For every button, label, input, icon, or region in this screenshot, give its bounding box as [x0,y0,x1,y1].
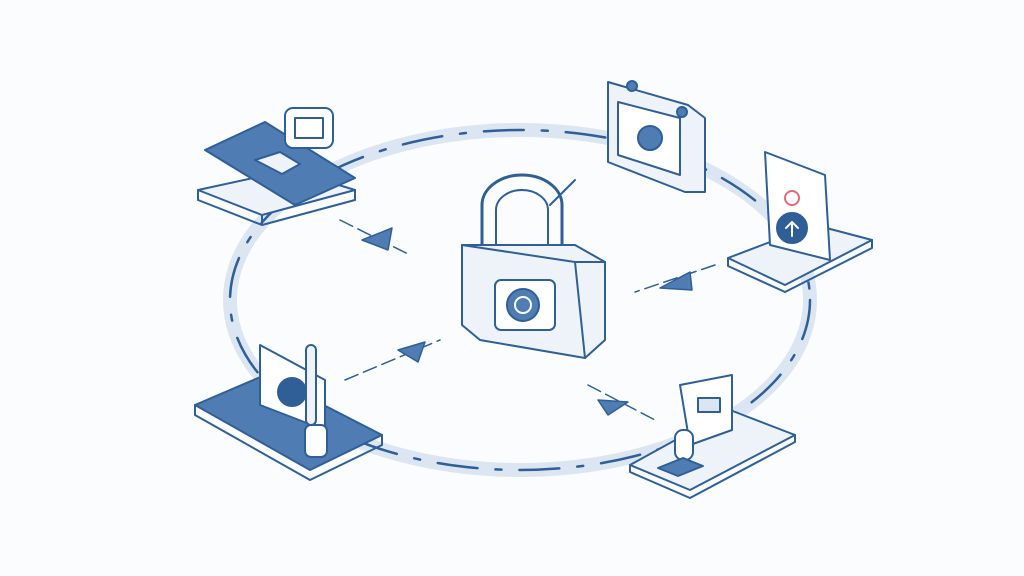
phone-alert-icon [727,151,873,293]
tablet-shield-icon [194,344,383,481]
document-stack-icon [197,107,356,226]
arrow-icon [587,384,656,421]
arrow-icon [339,219,411,256]
arrow-icon [634,264,716,293]
monitor-icon [607,80,706,193]
padlock-icon [461,173,606,359]
cycle-ring-dashes [228,128,812,472]
arrow-icon [344,339,441,381]
card-reader-icon [629,374,796,499]
